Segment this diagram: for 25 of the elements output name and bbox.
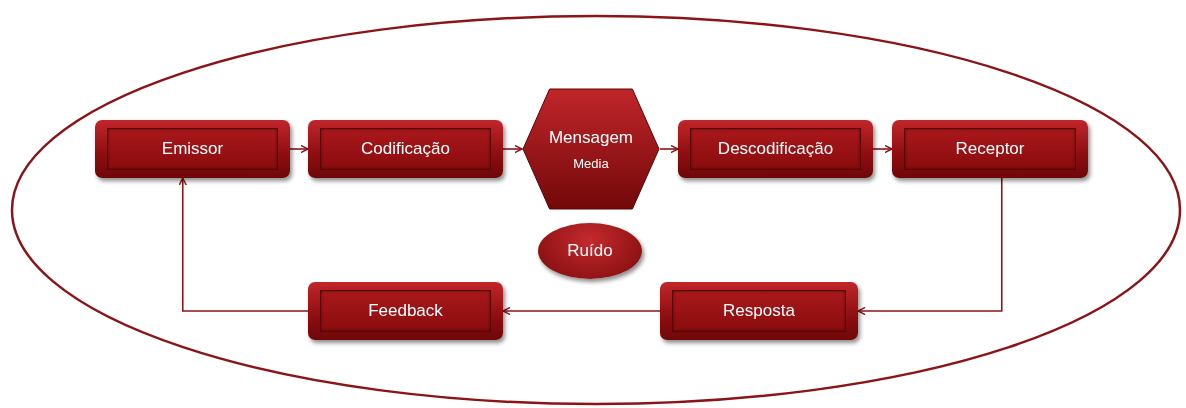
box-label: Receptor <box>955 139 1025 159</box>
noise-ellipse <box>538 223 642 279</box>
arrow <box>502 144 523 154</box>
process-box <box>95 120 290 178</box>
process-box <box>308 120 503 178</box>
box-label: Feedback <box>368 301 443 321</box>
arrow <box>872 144 893 154</box>
sub-label: Media <box>573 155 609 171</box>
process-box <box>308 282 503 340</box>
arrow <box>857 177 1003 316</box>
message-hexagon <box>522 88 660 210</box>
process-box <box>678 120 873 178</box>
box-label: Resposta <box>723 301 795 321</box>
box-label: Codificação <box>361 139 450 159</box>
arrow <box>178 177 309 312</box>
process-box <box>660 282 858 340</box>
ellipse-outline <box>10 14 1182 406</box>
ellipse-label: Ruído <box>567 241 613 261</box>
box-label: Emissor <box>161 139 224 159</box>
arrow <box>659 144 679 154</box>
arrow <box>289 144 309 154</box>
process-box <box>892 120 1088 178</box>
arrow <box>502 306 661 316</box>
box-label: Descodificação <box>717 139 834 159</box>
box-label: Mensagem <box>548 127 634 148</box>
